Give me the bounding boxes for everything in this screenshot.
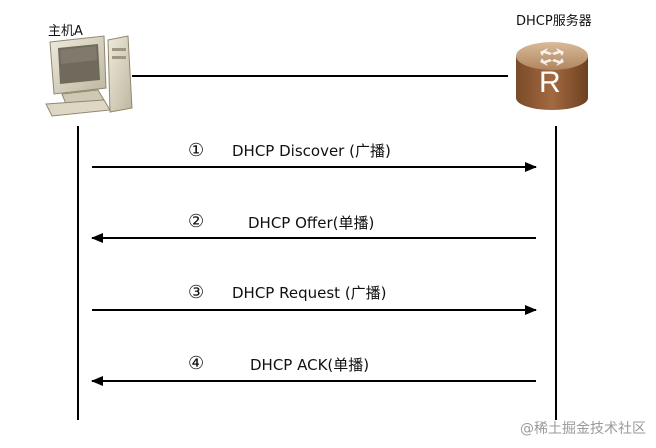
step-2-marker: ② [188, 211, 205, 232]
watermark-text: @稀土掘金技术社区 [520, 421, 646, 437]
step-4-marker: ④ [188, 353, 205, 374]
message-2-label: DHCP Offer(单播) [248, 214, 375, 232]
computer-icon [45, 35, 133, 117]
server-label: DHCP服务器 [516, 14, 592, 29]
message-4-label: DHCP ACK(单播) [250, 356, 370, 374]
step-3-marker: ③ [188, 282, 205, 303]
client-label: 主机A [48, 24, 83, 39]
message-1-label: DHCP Discover (广播) [232, 142, 391, 160]
router-letter: R [539, 66, 561, 99]
step-1-marker: ① [188, 140, 205, 161]
router-icon [516, 42, 588, 110]
message-3-label: DHCP Request (广播) [232, 284, 387, 302]
